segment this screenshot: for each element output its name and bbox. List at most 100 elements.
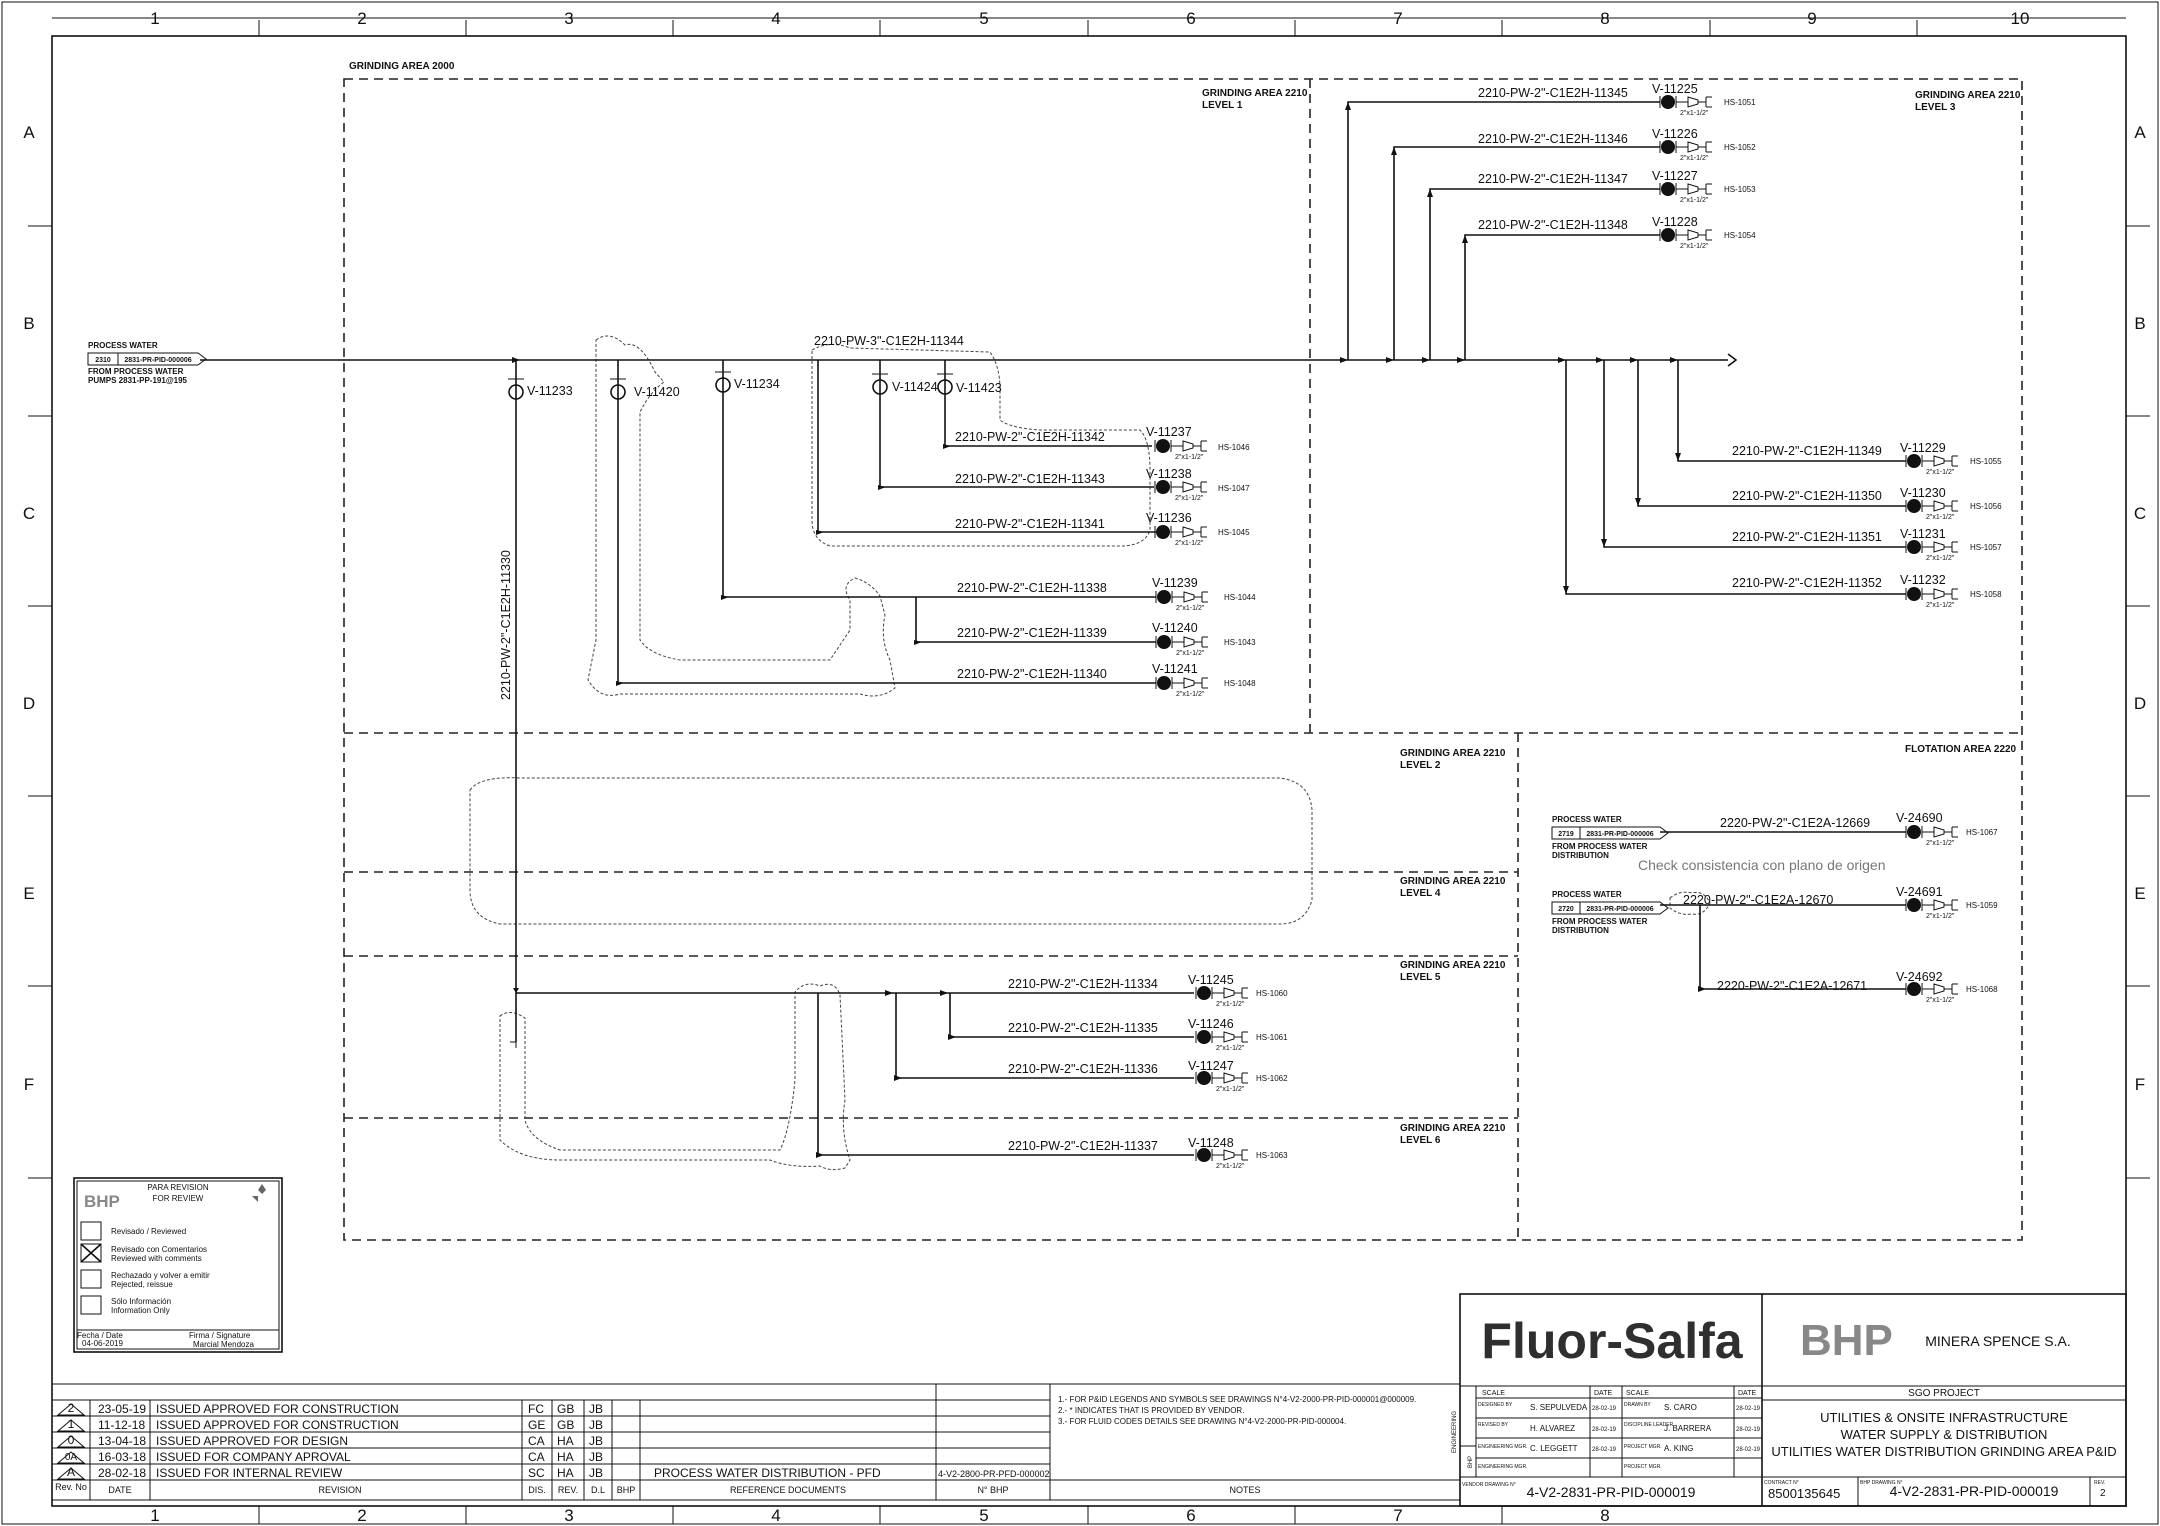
offpage-main-title: PROCESS WATER	[88, 341, 158, 350]
tb-rev: 2	[2100, 1488, 2106, 1499]
reducer-label: 2"x1-1/2"	[1175, 540, 1204, 547]
line-labels: 2210-PW-3"-C1E2H-11344 2210-PW-2"-C1E2H-…	[499, 86, 1886, 1153]
line-label-11334: 2210-PW-2"-C1E2H-11334	[1008, 977, 1158, 991]
tb-drawer: S. CARO	[1664, 1403, 1697, 1412]
reducer-label: 2"x1-1/2"	[1926, 997, 1955, 1004]
valve-tag-v11424: V-11424	[892, 380, 938, 394]
hose-station-assembly-icon	[1905, 499, 1958, 513]
reducer-label: 2"x1-1/2"	[1926, 555, 1955, 562]
hose-station-assembly-icon	[1155, 590, 1208, 604]
hs-label-1068: HS-1068	[1966, 985, 1998, 994]
grid-col-2: 2	[357, 9, 366, 28]
reducer-label: 2"x1-1/2"	[1680, 243, 1709, 250]
rev-row-1-date: 23-05-19	[98, 1402, 146, 1416]
tb-designed-label: DESIGNED BY	[1478, 1402, 1513, 1408]
hose-station-assembly-icon	[1659, 95, 1712, 109]
valve-tag-v11226: V-11226	[1652, 127, 1698, 141]
grid-col-4: 4	[771, 9, 780, 28]
grid-ticks	[28, 20, 2150, 1524]
stamp-checkbox-rejected[interactable]	[80, 1269, 102, 1289]
valve-tag-v11238: V-11238	[1146, 467, 1192, 481]
hs-label-1057: HS-1057	[1970, 543, 2002, 552]
grid-col-3: 3	[564, 9, 573, 28]
hose-station-assembly-icon	[1195, 1148, 1248, 1162]
grid-col-7: 7	[1393, 9, 1402, 28]
rev-header-date: DATE	[108, 1485, 131, 1495]
grid-col-10: 10	[2011, 9, 2030, 28]
valve-tag-v11240: V-11240	[1152, 621, 1198, 635]
tb-engmgr2-label: ENGINEERING MGR.	[1478, 1464, 1527, 1470]
line-label-12670: -PW-2"-C1E2A-12670	[1711, 893, 1833, 907]
hs-label-1060: HS-1060	[1256, 989, 1288, 998]
reducer-label: 2"x1-1/2"	[1680, 197, 1709, 204]
reducer-label: 2"x1-1/2"	[1176, 691, 1205, 698]
area-label-flotation: FLOTATION AREA 2220	[1905, 744, 2017, 755]
cloud-level2-level4	[469, 777, 1313, 925]
rev-row-4-desc: ISSUED FOR COMPANY APROVAL	[156, 1450, 351, 1464]
offpage-f2-code: 2720	[1558, 906, 1574, 913]
grid-row-c-right: C	[2134, 504, 2146, 523]
notes-block: 1.- FOR P&ID LEGENDS AND SYMBOLS SEE DRA…	[1049, 1383, 1461, 1501]
reference-doc-number: 4-V2-2800-PR-PFD-000002	[938, 1469, 1050, 1479]
reducer-label: 2"x1-1/2"	[1176, 605, 1205, 612]
hs-label-1067: HS-1067	[1966, 828, 1998, 837]
area-label-level5-sub: LEVEL 5	[1400, 972, 1441, 983]
title-block: Fluor-Salfa BHP MINERA SPENCE S.A. SGO P…	[1452, 1293, 2127, 1507]
area-label-level3: GRINDING AREA 2210	[1915, 90, 2021, 101]
rev-header-no: Rev. No	[55, 1482, 87, 1492]
offpage-f2-ref: 2831-PR-PID-000006	[1586, 906, 1653, 913]
cloud-center-branches	[811, 344, 1151, 547]
grid-row-b-right: B	[2134, 314, 2145, 333]
hs-label-1048: HS-1048	[1224, 679, 1256, 688]
rev-row-5-d: JB	[589, 1466, 603, 1480]
hose-station-assembly-icon	[1905, 898, 1958, 912]
valve-tag-v11225: V-11225	[1652, 82, 1698, 96]
checked-x-icon	[80, 1243, 102, 1263]
tb-projmgr-label: PROJECT MGR.	[1624, 1444, 1662, 1450]
note-1: 1.- FOR P&ID LEGENDS AND SYMBOLS SEE DRA…	[1058, 1395, 1416, 1404]
reducer-label: 2"x1-1/2"	[1926, 514, 1955, 521]
stamp-date: 04-06-2019	[82, 1339, 123, 1348]
hs-label-1053: HS-1053	[1724, 185, 1756, 194]
inline-valves	[508, 371, 953, 400]
hose-station-assemblies	[1154, 95, 1958, 1162]
hs-label-1045: HS-1045	[1218, 528, 1250, 537]
hs-label-1056: HS-1056	[1970, 502, 2002, 511]
grid-col-bottom-6: 6	[1186, 1506, 1195, 1525]
valve-tag-v11241: V-11241	[1152, 662, 1198, 676]
notes-header: NOTES	[1229, 1485, 1260, 1495]
tb-rev-label: REV.	[2094, 1480, 2105, 1486]
stamp-signer: Marcial Mendoza	[193, 1340, 254, 1349]
rev-header-bhp: BHP	[617, 1485, 636, 1495]
line-label-riser: 2210-PW-2"-C1E2H-11330	[499, 550, 513, 700]
tb-date-label: DATE	[1594, 1390, 1612, 1397]
grid-col-bottom-7: 7	[1393, 1506, 1402, 1525]
valve-tag-v11420: V-11420	[634, 385, 680, 399]
area-boundaries	[343, 78, 2023, 1241]
area-label-level6: GRINDING AREA 2210	[1400, 1123, 1506, 1134]
valve-tag-v24690: V-24690	[1896, 811, 1943, 825]
reducer-labels: 2"x1-1/2" 2"x1-1/2" 2"x1-1/2" 2"x1-1/2" 2"x1…	[1175, 110, 1955, 1170]
line-label-11337: 2210-PW-2"-C1E2H-11337	[1008, 1139, 1158, 1153]
tb-projname: A. KING	[1664, 1444, 1693, 1453]
tb-date-1: 28-02-19	[1592, 1406, 1617, 1412]
area-labels: GRINDING AREA 2000 GRINDING AREA 2210 LE…	[349, 61, 2021, 1146]
line-label-11341: 2210-PW-2"-C1E2H-11341	[955, 517, 1105, 531]
stamp-checkbox-info[interactable]	[80, 1295, 102, 1315]
stamp-checkbox-comments[interactable]	[80, 1243, 102, 1263]
cloud-flotation-line	[1669, 891, 1711, 915]
rev-row-1-rev: 2	[68, 1401, 75, 1415]
rev-row-1-desc: ISSUED APPROVED FOR CONSTRUCTION	[156, 1402, 399, 1416]
line-label-header: 2210-PW-3"-C1E2H-11344	[814, 334, 964, 348]
tb-engineering-side: ENGINEERING	[1452, 1411, 1458, 1453]
tb-contract-label: CONTRACT N°	[1764, 1480, 1799, 1486]
valve-v11424-icon	[872, 373, 888, 395]
stamp-opt-rejected: Rechazado y volver a emitir	[111, 1271, 210, 1280]
note-3: 3.- FOR FLUID CODES DETAILS SEE DRAWING …	[1058, 1417, 1346, 1426]
rev-row-1-r: GB	[557, 1402, 574, 1416]
offpage-f2-from-2: DISTRIBUTION	[1552, 926, 1609, 935]
hose-station-assembly-icon	[1905, 454, 1958, 468]
stamp-checkbox-reviewed[interactable]	[80, 1221, 102, 1241]
client-name: MINERA SPENCE S.A.	[1925, 1333, 2070, 1349]
